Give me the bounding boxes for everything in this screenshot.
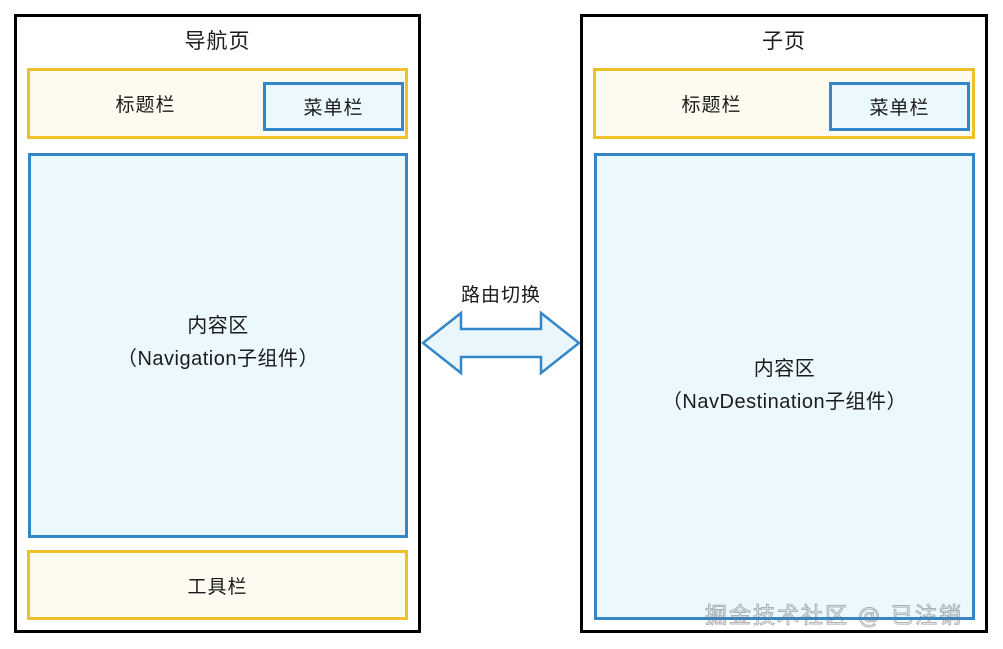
child-page-title: 子页: [762, 30, 806, 53]
child-content-area: 内容区 （NavDestination子组件）: [594, 153, 975, 620]
navigation-title-bar: 标题栏 菜单栏: [27, 68, 408, 139]
child-menu-bar-label: 菜单栏: [869, 98, 930, 119]
child-content-label-group: 内容区 （NavDestination子组件）: [597, 353, 972, 419]
navigation-title-bar-label: 标题栏: [115, 95, 176, 116]
navigation-content-label-group: 内容区 （Navigation子组件）: [31, 310, 405, 376]
child-title-bar-label: 标题栏: [681, 95, 742, 116]
navigation-content-line-1: 内容区: [187, 315, 249, 337]
navigation-page-panel: 导航页 标题栏 菜单栏 内容区 （Navigation子组件） 工具栏: [14, 14, 421, 633]
route-switch-label: 路由切换: [460, 285, 541, 306]
child-menu-bar[interactable]: 菜单栏: [829, 82, 970, 131]
navigation-tool-bar: 工具栏: [27, 550, 408, 620]
navigation-content-line-2: （Navigation子组件）: [116, 348, 319, 370]
navigation-menu-bar-label: 菜单栏: [303, 98, 364, 119]
navigation-tool-bar-label: 工具栏: [187, 576, 248, 598]
child-content-line-1: 内容区: [753, 358, 816, 380]
navigation-menu-bar[interactable]: 菜单栏: [263, 82, 404, 131]
child-title-bar: 标题栏 菜单栏: [593, 68, 975, 139]
route-switch-connector: 路由切换: [421, 280, 581, 380]
navigation-content-area: 内容区 （Navigation子组件）: [28, 153, 408, 538]
child-content-line-2: （NavDestination子组件）: [661, 391, 908, 413]
double-headed-arrow-icon: [421, 310, 581, 376]
child-page-panel: 子页 标题栏 菜单栏 内容区 （NavDestination子组件）: [580, 14, 988, 633]
navigation-page-title: 导航页: [184, 30, 251, 53]
